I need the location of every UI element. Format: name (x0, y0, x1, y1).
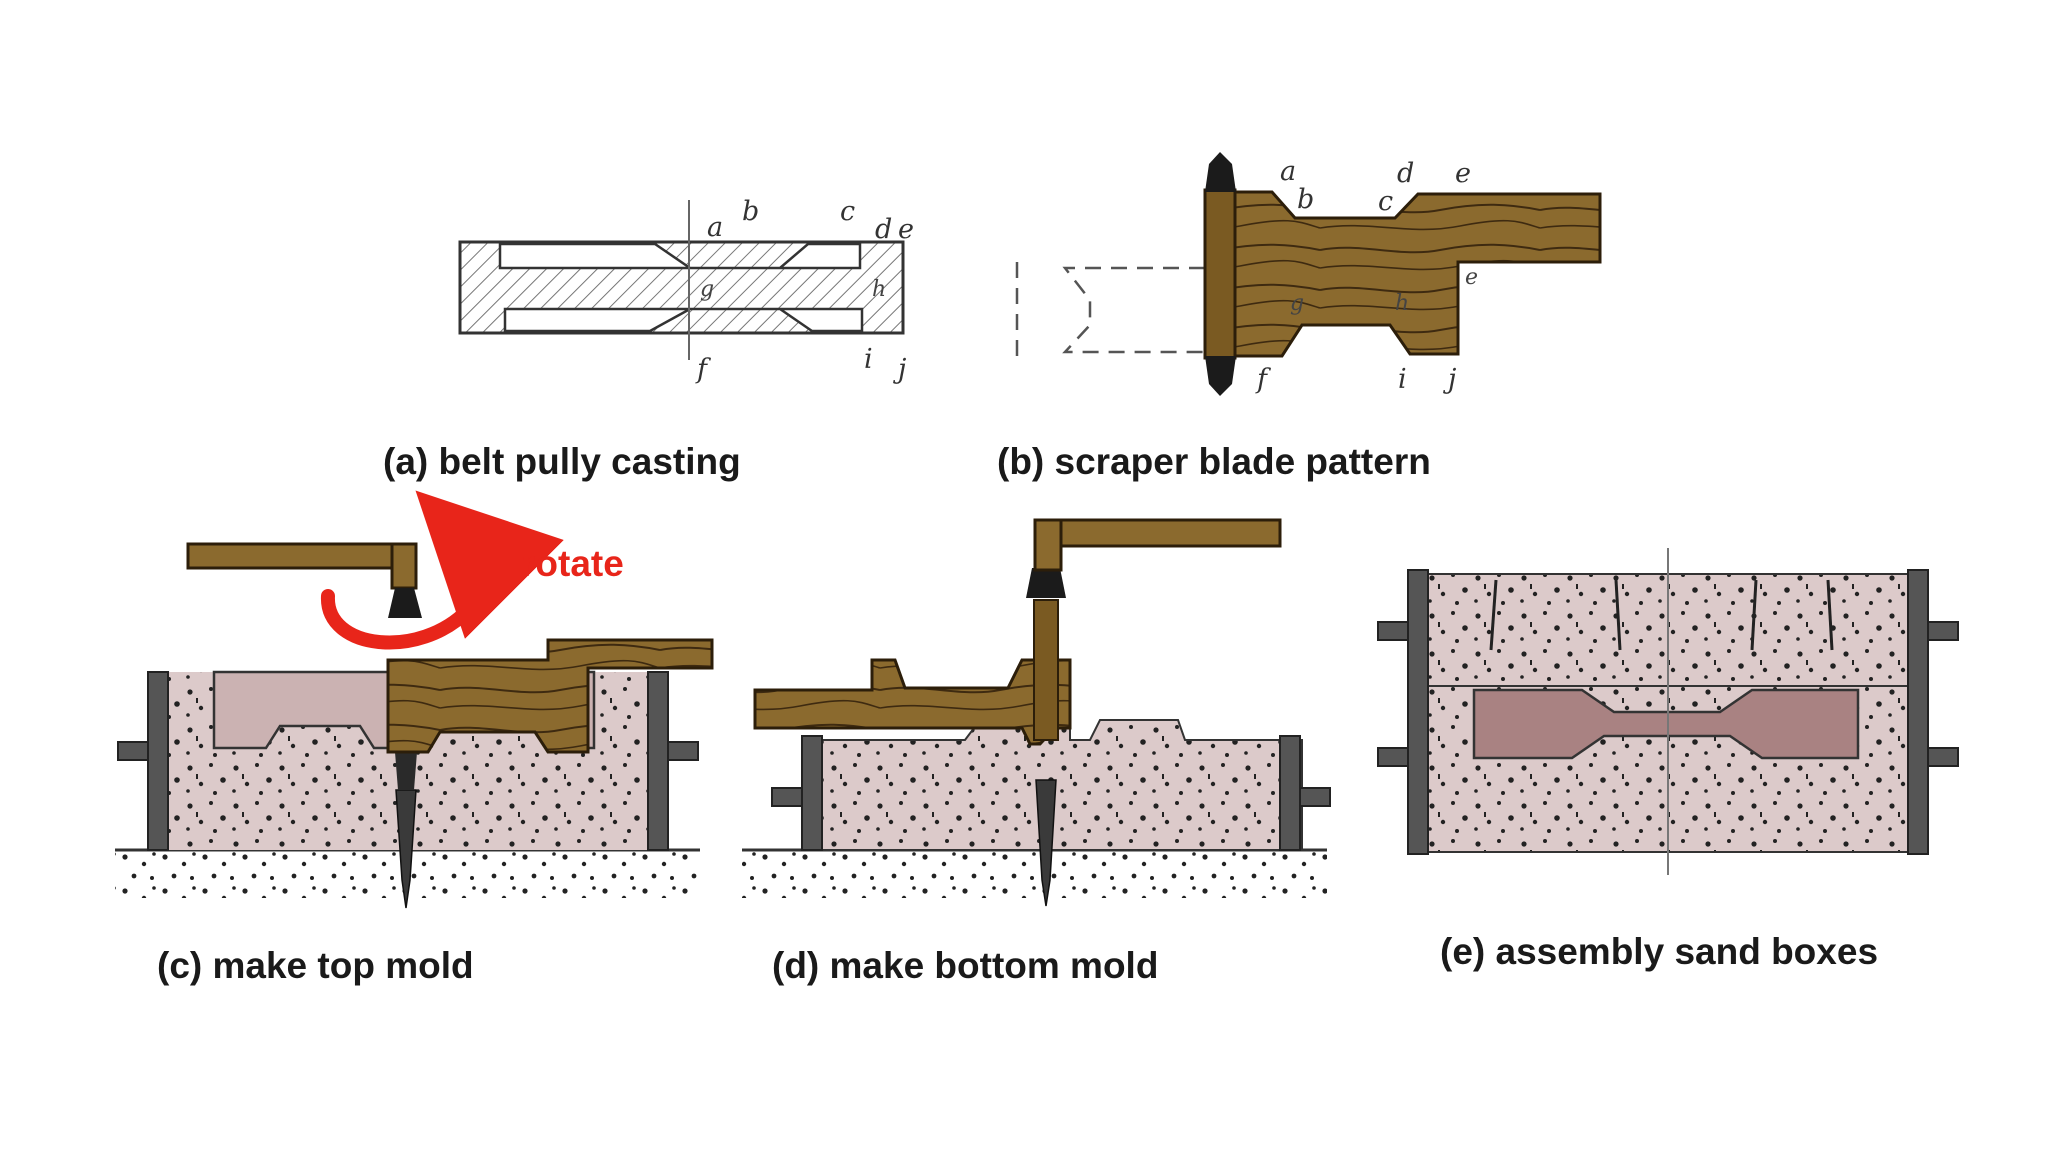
panel-a-belt-pulley-section: a b c d e g h f i j (a) belt pully casti… (383, 196, 914, 482)
label-a-d: d (875, 214, 892, 245)
label-b-d: d (1397, 158, 1414, 189)
scraper-blade-d (753, 658, 1072, 746)
vent-1-e (1489, 579, 1498, 651)
scraper-blade-body (1203, 190, 1602, 358)
scraper-dashed-mirror (1062, 266, 1205, 354)
vent-3-e (1750, 579, 1758, 651)
scraper-spindle (1203, 188, 1237, 360)
scraper-top-pivot (1205, 152, 1236, 192)
arm-down-c (390, 542, 418, 590)
flask-wall-right-c (647, 671, 669, 851)
arm-c (186, 542, 418, 570)
label-b-f: f (1255, 364, 1271, 395)
label-b-j: j (1443, 364, 1456, 395)
flask-handle-2-e (1377, 747, 1409, 767)
flask-wall-right-d (1279, 735, 1301, 851)
flask-wall-right-e (1907, 569, 1929, 855)
flask-handle-left-d (771, 787, 803, 807)
caption-c: (c) make top mold (157, 945, 474, 986)
flask-wall-left-c (147, 671, 169, 851)
label-a-b: b (742, 196, 759, 227)
panel-b-scraper-blade: a b c d e e g h f i j (b) scraper blade … (997, 152, 1602, 482)
caption-b: (b) scraper blade pattern (997, 441, 1431, 482)
label-b-a: a (1280, 156, 1296, 187)
label-a-a: a (707, 212, 723, 243)
flask-handle-4-e (1927, 747, 1959, 767)
casting-cavity-e (1472, 688, 1860, 760)
flask-handle-left-c (117, 741, 149, 761)
label-a-c: c (840, 196, 855, 227)
rotate-label: rotate (521, 543, 624, 584)
ground-floor-d (742, 850, 1327, 898)
vent-2-e (1614, 579, 1622, 651)
label-b-h: h (1395, 291, 1409, 316)
label-b-c: c (1378, 186, 1393, 217)
label-b-e2: e (1465, 265, 1478, 290)
arm-down-d (1033, 518, 1063, 572)
label-b-g: g (1290, 291, 1304, 316)
scraper-blade-c (386, 638, 714, 754)
panel-d-bottom-mold: (d) make bottom mold (742, 518, 1331, 986)
flask-handle-3-e (1927, 621, 1959, 641)
pulley-bottom-groove (503, 307, 864, 333)
scraper-bottom-pivot (1205, 356, 1236, 396)
flask-handle-1-e (1377, 621, 1409, 641)
label-a-f: f (695, 354, 711, 385)
panel-c-top-mold: rotate (c) make top mold (115, 490, 714, 986)
label-a-h: h (872, 277, 886, 302)
label-b-b: b (1297, 184, 1314, 215)
spindle-shaft-d (1033, 599, 1059, 741)
label-a-i: i (864, 344, 873, 375)
flask-sand-d (821, 719, 1303, 851)
flask-wall-left-e (1407, 569, 1429, 855)
caption-a: (a) belt pully casting (383, 441, 741, 482)
pulley-top-groove (498, 242, 862, 270)
pivot-c (388, 588, 422, 618)
spindle-d (1035, 779, 1057, 907)
label-a-g: g (700, 277, 714, 302)
flask-wall-left-d (801, 735, 823, 851)
panel-e-assembled-boxes: (e) assembly sand boxes (1377, 548, 1959, 972)
label-a-j: j (893, 354, 906, 385)
spindle-tip-c (395, 752, 417, 790)
flask-handle-right-d (1299, 787, 1331, 807)
flask-handle-right-c (667, 741, 699, 761)
caption-d: (d) make bottom mold (772, 945, 1158, 986)
rotate-arrow-icon (321, 490, 564, 650)
label-b-i: i (1398, 364, 1407, 395)
pivot-d (1026, 568, 1066, 598)
label-b-e: e (1455, 158, 1471, 189)
vent-4-e (1826, 579, 1834, 651)
label-a-e: e (898, 214, 914, 245)
caption-e: (e) assembly sand boxes (1440, 931, 1878, 972)
arm-d (1033, 518, 1282, 548)
